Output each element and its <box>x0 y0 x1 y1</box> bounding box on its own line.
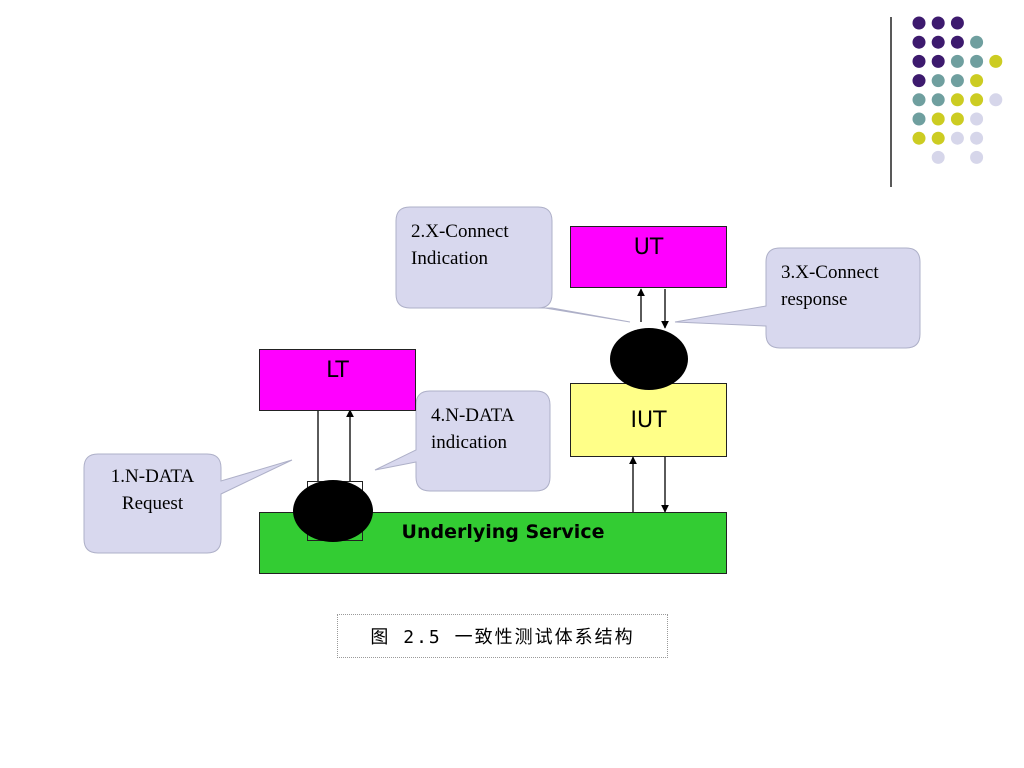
decoration-dot <box>950 74 964 88</box>
decoration-dot <box>970 150 984 164</box>
decoration-dot <box>950 93 964 107</box>
figure-caption: 图 2.5 一致性测试体系结构 <box>337 614 668 658</box>
lt-box: LT <box>259 349 416 411</box>
corner-decoration <box>890 16 1003 187</box>
callout-n-data-indication: 4.N-DATA indication <box>431 405 515 453</box>
lt-access-point-ellipse <box>293 480 373 542</box>
decoration-dot <box>912 74 926 88</box>
decoration-dot <box>970 54 984 68</box>
decoration-dot <box>931 35 945 49</box>
decoration-dot <box>912 112 926 126</box>
decoration-dot <box>989 54 1003 68</box>
decoration-dot <box>912 35 926 49</box>
decoration-dot <box>931 131 945 145</box>
decoration-dot <box>931 74 945 88</box>
decoration-dot <box>931 93 945 107</box>
decoration-dot <box>931 112 945 126</box>
callout-x-connect-indication: 2.X-Connect Indication <box>411 221 509 269</box>
decoration-dot <box>989 93 1003 107</box>
decoration-dot <box>931 16 945 30</box>
decoration-dot <box>950 16 964 30</box>
dot-grid-decoration <box>912 16 1003 164</box>
callout-x-connect-response: 3.X-Connect response <box>781 262 879 310</box>
decoration-dot <box>950 131 964 145</box>
decoration-dot <box>912 93 926 107</box>
decoration-dot <box>970 93 984 107</box>
decoration-dot <box>950 54 964 68</box>
lt-label: LT <box>326 358 349 383</box>
iut-access-point-ellipse <box>610 328 688 390</box>
decoration-dot <box>931 150 945 164</box>
ut-label: UT <box>633 235 664 260</box>
iut-box: IUT <box>570 383 727 457</box>
callout-n-data-request: 1.N-DATA Request <box>110 466 195 514</box>
decoration-dot <box>970 112 984 126</box>
decoration-dot <box>912 54 926 68</box>
decoration-dot <box>970 74 984 88</box>
underlying-service-label: Underlying Service <box>401 521 605 543</box>
decoration-dot <box>912 16 926 30</box>
decoration-dot <box>970 131 984 145</box>
ut-box: UT <box>570 226 727 288</box>
decoration-dot <box>950 35 964 49</box>
decoration-dot <box>970 35 984 49</box>
decoration-dot <box>950 112 964 126</box>
decoration-dot <box>912 131 926 145</box>
iut-label: IUT <box>630 407 667 433</box>
decoration-dot <box>931 54 945 68</box>
